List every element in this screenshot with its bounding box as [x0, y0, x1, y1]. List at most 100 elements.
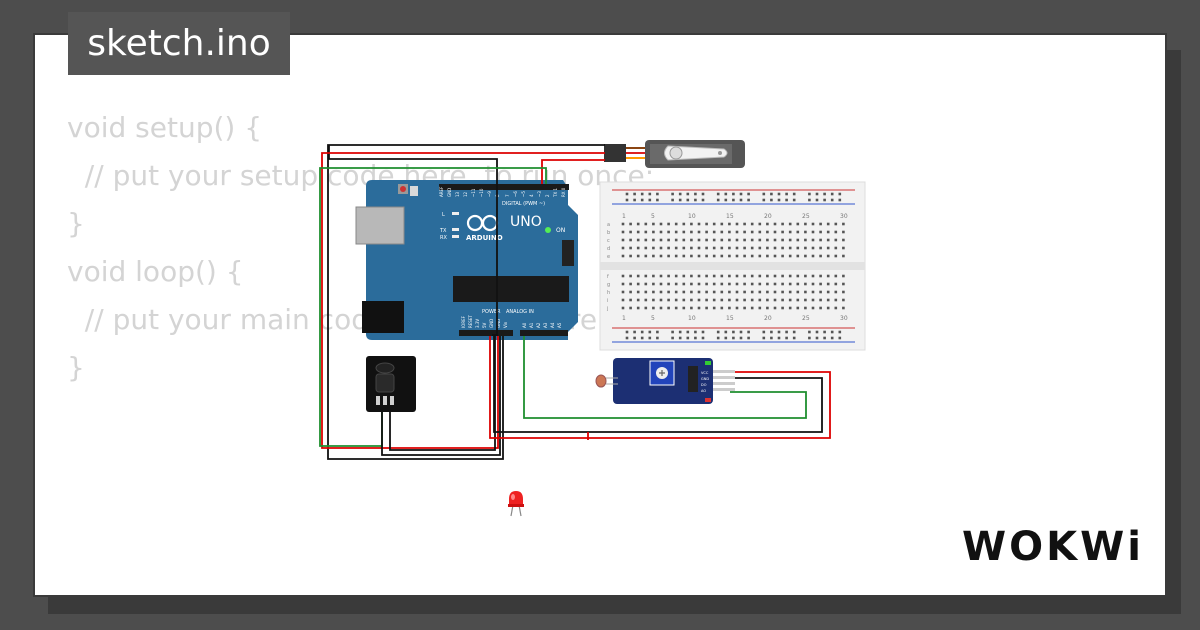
svg-text:AREF: AREF [439, 186, 444, 197]
svg-text:15: 15 [726, 315, 734, 322]
atmega-chip [453, 276, 569, 302]
svg-text:c: c [607, 238, 610, 244]
led-tx [452, 228, 459, 231]
svg-text:12: 12 [463, 191, 468, 197]
svg-text:20: 20 [764, 213, 772, 220]
svg-text:1: 1 [622, 315, 626, 322]
usb-port [355, 206, 405, 245]
breadboard-column-numbers: 1 5 10 15 20 25 30 1 5 10 15 20 25 30 [622, 213, 848, 322]
svg-text:13: 13 [455, 191, 460, 197]
svg-text:A2: A2 [536, 322, 541, 328]
sensor-pin-labels: VCC GND DO AO [701, 371, 709, 393]
svg-text:RX 0: RX 0 [561, 187, 566, 197]
led-label-l: L [442, 212, 445, 218]
svg-text:4: 4 [529, 194, 534, 197]
reset-button-cap [400, 186, 406, 192]
wire-ir-gnd [381, 336, 501, 456]
svg-text:~5: ~5 [521, 191, 526, 197]
code-line: void setup() { [67, 111, 263, 144]
svg-text:A4: A4 [550, 322, 555, 328]
svg-text:f: f [607, 274, 609, 280]
svg-text:10: 10 [688, 213, 696, 220]
svg-text:a: a [607, 222, 610, 228]
wire-ldr-ao [523, 336, 807, 419]
svg-text:15: 15 [726, 213, 734, 220]
svg-text:TX 1: TX 1 [553, 188, 558, 198]
comparator-chip [688, 366, 698, 392]
breadboard[interactable]: 1 5 10 15 20 25 30 1 5 10 15 20 25 30 a … [599, 181, 866, 351]
wire-ir-vcc [389, 336, 496, 451]
svg-text:A1: A1 [529, 322, 534, 328]
sensor-header-pins [713, 370, 735, 391]
svg-text:7: 7 [505, 194, 510, 197]
servo-motor[interactable] [604, 140, 745, 168]
svg-text:30: 30 [840, 315, 848, 322]
led-label-rx: RX [440, 235, 447, 241]
svg-text:RESET: RESET [468, 315, 473, 328]
power-header-strip [459, 330, 513, 336]
power-pin-labels: IOREF RESET 3.3V 5V GND GND Vin [461, 315, 508, 328]
svg-text:~11: ~11 [471, 188, 476, 197]
svg-text:25: 25 [802, 213, 810, 220]
power-led [545, 227, 551, 233]
analog-header-label: ANALOG IN [506, 309, 534, 315]
crystal [410, 186, 418, 196]
svg-text:A0: A0 [522, 322, 527, 328]
analog-pin-labels: A0 A1 A2 A3 A4 A5 [522, 322, 562, 328]
wire-ldr-gnd [493, 336, 823, 433]
svg-text:AO: AO [701, 389, 706, 393]
svg-text:GND: GND [701, 377, 709, 381]
icsp-header [562, 240, 574, 266]
wires [319, 144, 831, 460]
svg-text:5V: 5V [482, 322, 487, 328]
breadboard-holes [621, 192, 845, 340]
svg-text:25: 25 [802, 315, 810, 322]
power-header-label: POWER [482, 309, 501, 315]
sensor-power-led [705, 361, 711, 365]
wire-servo-vcc [321, 152, 605, 449]
svg-text:5: 5 [651, 213, 655, 220]
svg-text:GND: GND [496, 319, 501, 328]
breadboard-row-letters: a b c d e f g h i j [606, 222, 610, 312]
svg-text:~6: ~6 [513, 191, 518, 197]
svg-text:d: d [607, 246, 610, 252]
wire-servo-gnd-return [327, 144, 605, 460]
svg-text:h: h [607, 290, 610, 296]
code-line: } [67, 207, 85, 240]
svg-text:1: 1 [622, 213, 626, 220]
ldr-sensor-module[interactable]: VCC GND DO AO [595, 358, 735, 404]
code-line: } [67, 351, 85, 384]
ir-receiver-module[interactable] [366, 356, 416, 412]
analog-header-strip [520, 330, 568, 336]
svg-text:2: 2 [545, 194, 550, 197]
svg-text:g: g [607, 282, 610, 288]
on-label: ON [556, 227, 565, 234]
svg-text:~10: ~10 [479, 188, 484, 197]
led-l [452, 212, 459, 215]
svg-text:20: 20 [764, 315, 772, 322]
led-rx [452, 235, 459, 238]
power-jack [362, 301, 404, 333]
digital-header-label: DIGITAL (PWM ~) [502, 201, 545, 207]
file-tab[interactable]: sketch.ino [68, 12, 290, 75]
svg-text:~3: ~3 [537, 191, 542, 197]
board-brand: ARDUINO [466, 234, 503, 242]
svg-text:DO: DO [701, 383, 707, 387]
arduino-uno[interactable]: DIGITAL (PWM ~) ANALOG IN POWER UNO ARDU… [355, 180, 578, 340]
red-led[interactable] [508, 491, 524, 517]
digital-pin-labels: AREF GND 13 12 ~11 ~10 ~9 8 7 ~6 ~5 4 ~3… [439, 186, 566, 198]
svg-text:5: 5 [651, 315, 655, 322]
svg-text:3.3V: 3.3V [475, 319, 480, 328]
digital-header [439, 184, 569, 190]
svg-text:VCC: VCC [701, 371, 709, 375]
svg-text:b: b [607, 230, 610, 236]
sensor-signal-led [705, 398, 711, 402]
svg-text:GND: GND [447, 188, 452, 197]
svg-text:IOREF: IOREF [461, 315, 466, 328]
svg-text:A5: A5 [557, 322, 562, 328]
svg-text:j: j [606, 306, 608, 312]
svg-text:GND: GND [489, 319, 494, 328]
svg-text:~9: ~9 [487, 191, 492, 197]
wokwi-logo: WOKWi [962, 524, 1144, 570]
